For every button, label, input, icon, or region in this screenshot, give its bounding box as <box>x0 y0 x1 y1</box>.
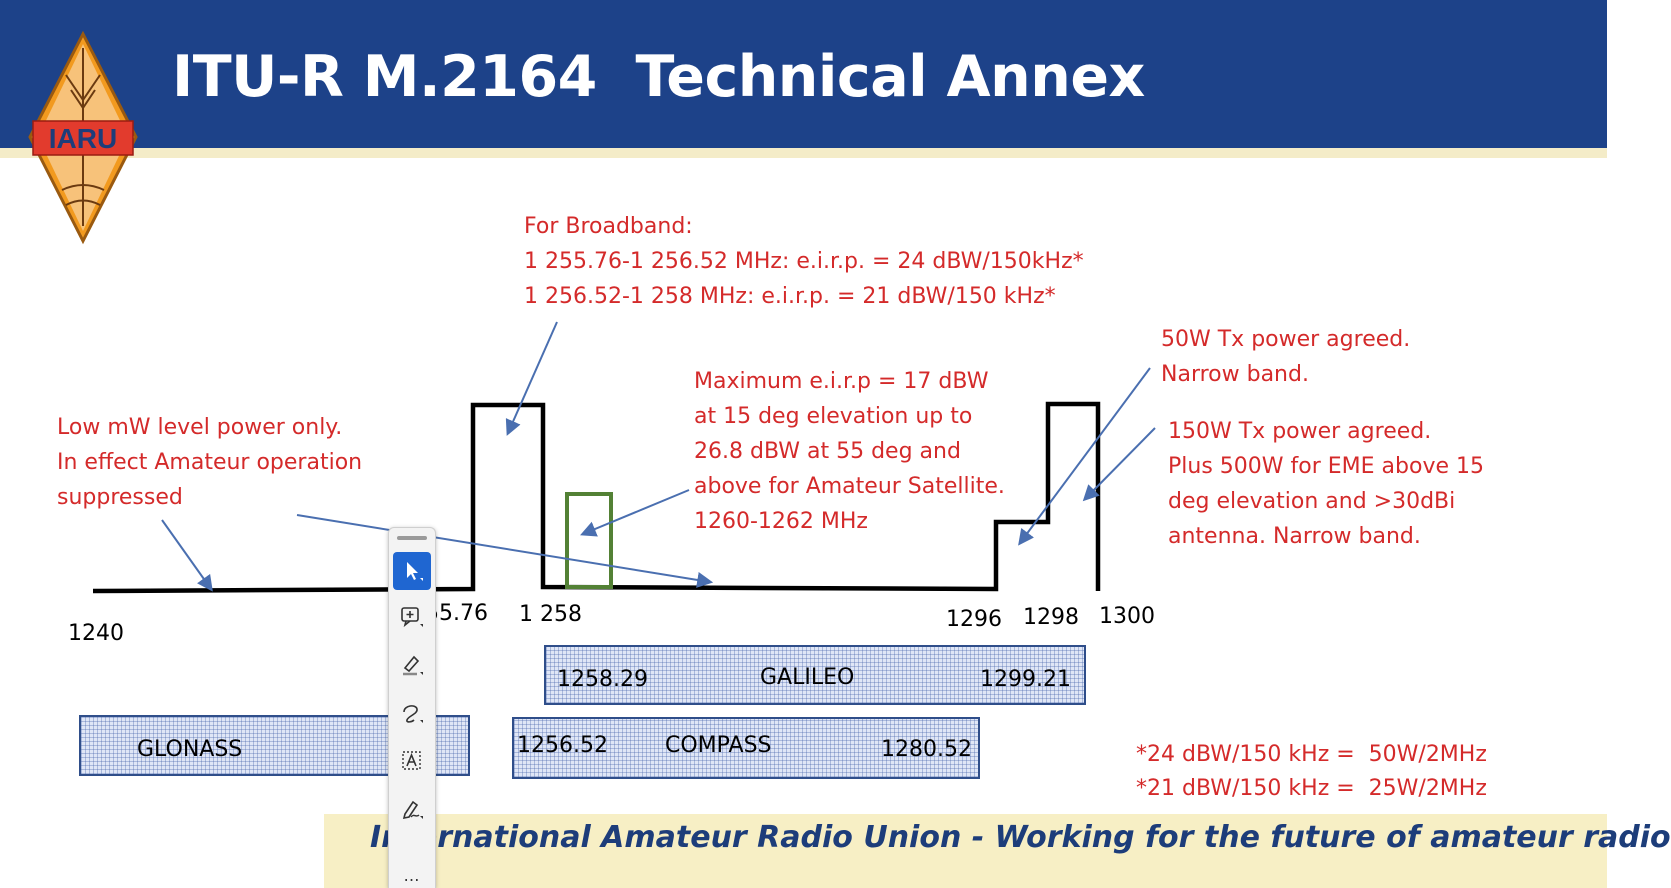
note-low-power: Low mW level power only. In effect Amate… <box>57 415 363 510</box>
annotation-toolbar: … <box>388 527 436 888</box>
highlight-icon <box>403 655 423 676</box>
signature-tool-button[interactable] <box>393 790 431 828</box>
highlight-tool-button[interactable] <box>393 646 431 684</box>
arrow-broadband <box>505 321 558 436</box>
arrow-low-power-2 <box>296 514 714 588</box>
select-tool-button[interactable] <box>393 552 431 590</box>
add-comment-icon <box>401 607 423 628</box>
more-tools-button[interactable]: … <box>403 866 421 885</box>
toolbar-grip[interactable] <box>397 536 427 540</box>
arrow-50w <box>1018 367 1151 546</box>
add-comment-tool-button[interactable] <box>393 598 431 636</box>
slide-title: ITU-R M.2164 Technical Annex <box>172 44 1145 110</box>
note-broadband: For Broadband: 1 255.76-1 256.52 MHz: e.… <box>524 214 1084 309</box>
header-bar <box>0 0 1607 148</box>
draw-tool-button[interactable] <box>393 694 431 732</box>
select-icon <box>407 562 423 581</box>
text-box-tool-button[interactable] <box>393 742 431 780</box>
compass-name: COMPASS <box>665 733 772 758</box>
freq-label-1240: 1240 <box>68 621 124 646</box>
band-diagram <box>92 321 1156 594</box>
freq-label-1300: 1300 <box>1099 604 1155 629</box>
freq-label-1258: 1 258 <box>519 602 582 627</box>
galileo-start: 1258.29 <box>557 667 648 692</box>
glonass-name: GLONASS <box>137 737 243 762</box>
arrow-150w <box>1082 427 1156 502</box>
svg-text:IARU: IARU <box>49 123 117 154</box>
power-level-line <box>92 401 1101 594</box>
footnotes: *24 dBW/150 kHz = 50W/2MHz *21 dBW/150 k… <box>1136 742 1487 801</box>
text-box-icon <box>402 751 421 770</box>
compass-band: 1256.52 COMPASS 1280.52 <box>512 717 980 779</box>
footer-band <box>324 814 1607 888</box>
note-50w: 50W Tx power agreed. Narrow band. <box>1161 327 1411 387</box>
galileo-name: GALILEO <box>760 665 855 690</box>
arrow-low-power-1 <box>161 519 213 592</box>
galileo-end: 1299.21 <box>980 667 1071 692</box>
draw-icon <box>403 705 423 723</box>
note-satellite: Maximum e.i.r.p = 17 dBW at 15 deg eleva… <box>694 369 1005 534</box>
compass-start: 1256.52 <box>517 733 608 758</box>
header-stripe <box>0 148 1607 158</box>
freq-label-1296: 1296 <box>946 607 1002 632</box>
iaru-logo: IARU <box>28 30 138 245</box>
arrow-satellite <box>580 489 690 537</box>
compass-end: 1280.52 <box>881 737 972 762</box>
freq-label-1298: 1298 <box>1023 605 1079 630</box>
galileo-band: 1258.29 GALILEO 1299.21 <box>544 645 1086 705</box>
signature-icon <box>402 800 423 820</box>
footer-text: International Amateur Radio Union - Work… <box>370 820 1671 855</box>
satellite-band-box <box>565 492 613 589</box>
note-150w: 150W Tx power agreed. Plus 500W for EME … <box>1168 419 1484 549</box>
